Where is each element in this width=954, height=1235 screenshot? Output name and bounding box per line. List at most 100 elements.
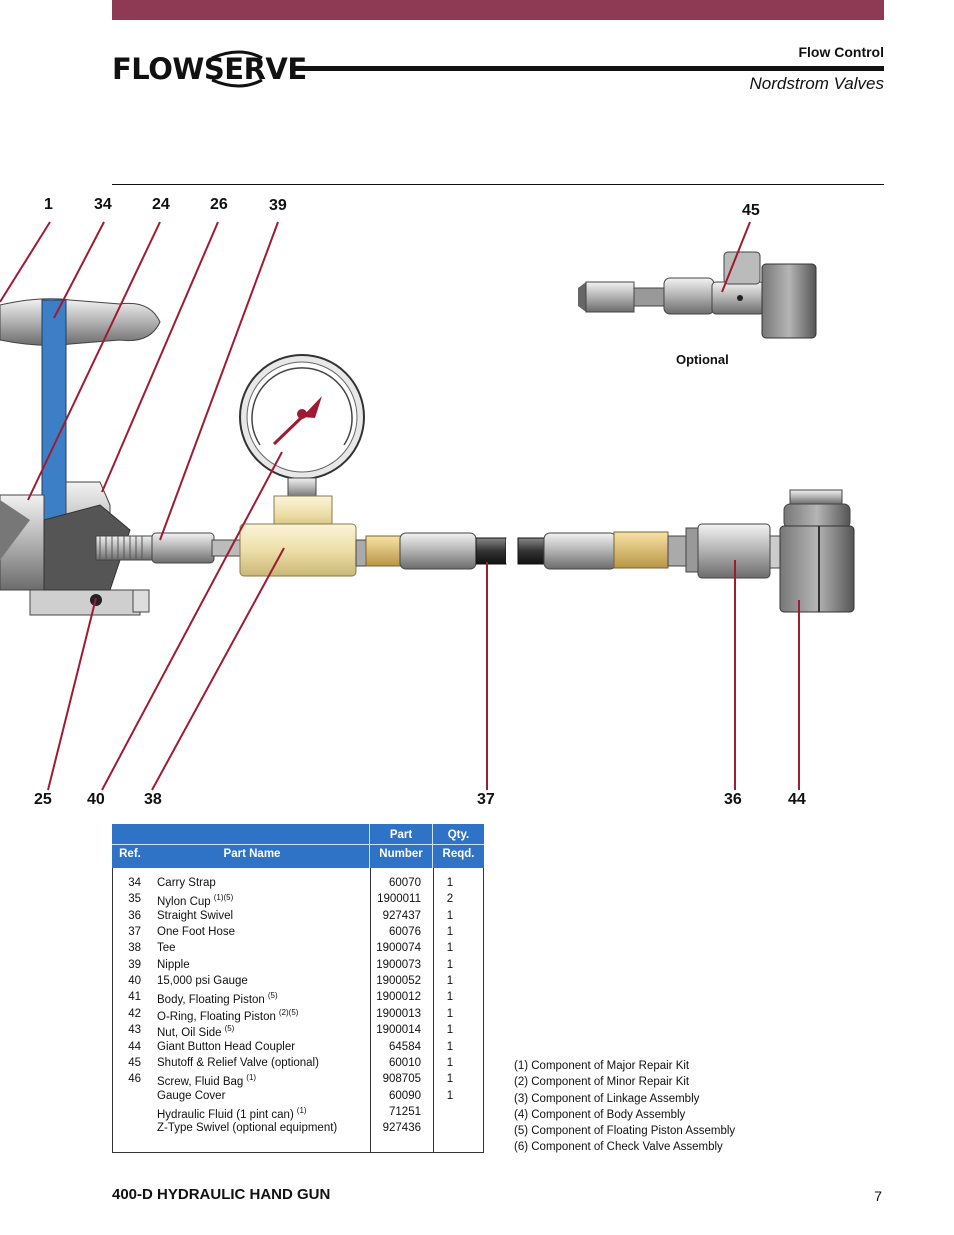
hand-gun-diagram	[0, 221, 855, 791]
cell-part-number: 1900074	[376, 942, 421, 955]
cell-part-name: Straight Swivel	[157, 910, 233, 922]
threaded-rod	[95, 535, 157, 561]
footnote-item: (3) Component of Linkage Assembly	[514, 1092, 700, 1105]
cell-part-number: 64584	[389, 1040, 421, 1053]
callout-26: 26	[210, 196, 228, 213]
footnote-item: (4) Component of Body Assembly	[514, 1108, 686, 1121]
table-row: 45 Shutoff & Relief Valve (optional) 60010…	[113, 1057, 483, 1073]
part-name-text: Carry Strap	[157, 877, 216, 889]
part-name-text: Shutoff & Relief Valve (optional)	[157, 1056, 319, 1069]
brand-subtitle: Nordstrom Valves	[749, 74, 884, 93]
cell-part-name: Tee	[157, 942, 176, 954]
cell-part-name: O-Ring, Floating Piston(2)(5)	[157, 1008, 298, 1023]
part-name-text: Gauge Cover	[157, 1089, 226, 1102]
handle	[0, 298, 161, 346]
part-name-text: Hydraulic Fluid (1 pint can)	[157, 1108, 294, 1121]
cell-qty: 1	[446, 991, 454, 1004]
callout-24: 24	[152, 196, 170, 213]
tee	[239, 495, 357, 577]
callout-37: 37	[477, 791, 495, 808]
cell-ref: 45	[128, 1056, 141, 1069]
table-row: 38 Tee 1900074 1	[113, 942, 483, 958]
cell-part-name: Nipple	[157, 959, 190, 971]
flowserve-logo: FLOWSERVE	[112, 52, 307, 86]
header-part-top: Part	[389, 829, 413, 841]
cell-part-number: 60070	[389, 877, 421, 889]
cell-ref: 41	[128, 991, 141, 1004]
carry-strap	[41, 299, 67, 541]
cell-qty: 1	[446, 1056, 454, 1069]
cell-part-name: Shutoff & Relief Valve (optional)	[157, 1057, 319, 1069]
cell-qty: 1	[446, 942, 454, 955]
part-name-text: Body, Floating Piston	[157, 994, 265, 1007]
brand-label: Flow Control	[798, 44, 884, 60]
callout-38: 38	[144, 791, 162, 808]
footnote-ref: (1)	[246, 1073, 257, 1083]
header-rule	[290, 66, 884, 71]
cell-part-number: 927436	[382, 1122, 421, 1135]
part-name-text: O-Ring, Floating Piston	[157, 1010, 276, 1023]
table-row: Hydraulic Fluid (1 pint can)(1) 71251	[113, 1106, 483, 1122]
giant-button-head-coupler	[779, 489, 855, 613]
callout-1: 1	[44, 196, 53, 213]
cell-part-number: 927437	[382, 909, 421, 922]
callout-25: 25	[34, 791, 52, 808]
hose-fitting-right	[543, 532, 617, 570]
cell-qty: 1	[446, 1007, 454, 1020]
cell-part-name: Screw, Fluid Bag(1)	[157, 1073, 256, 1088]
part-name-text: One Foot Hose	[157, 926, 235, 939]
footnote-ref: (1)	[296, 1105, 307, 1115]
cell-part-name: Nut, Oil Side(5)	[157, 1024, 234, 1039]
cell-qty: 1	[446, 975, 454, 988]
cell-qty: 1	[446, 1089, 454, 1102]
cell-part-name: Z-Type Swivel (optional equipment)	[157, 1122, 337, 1134]
cell-ref: 34	[128, 877, 141, 889]
header-qty-bottom: Reqd.	[442, 848, 475, 860]
cell-part-name: Gauge Cover	[157, 1090, 225, 1102]
callout-44: 44	[788, 791, 806, 808]
cell-qty: 1	[446, 1024, 454, 1037]
cell-part-number: 1900012	[376, 991, 421, 1004]
cell-part-number: 71251	[389, 1105, 421, 1118]
callout-39: 39	[269, 197, 287, 214]
cell-part-name: Body, Floating Piston(5)	[157, 991, 278, 1006]
cell-part-number: 1900011	[377, 893, 421, 906]
header-part-bottom: Number	[379, 848, 423, 860]
footnotes: (1) Component of Major Repair Kit(2) Com…	[514, 1058, 735, 1156]
parts-table-header: Ref. Part Name Part Number Qty. Reqd.	[112, 824, 484, 868]
footnote-item: (5) Component of Floating Piston Assembl…	[514, 1125, 736, 1138]
flowserve-logo-arc-icon	[211, 50, 263, 88]
footnote-item: (2) Component of Minor Repair Kit	[514, 1076, 690, 1089]
cell-part-number: 60010	[389, 1056, 421, 1069]
part-name-text: Nut, Oil Side	[157, 1026, 222, 1039]
cell-part-name: Carry Strap	[157, 877, 216, 889]
section-rule	[112, 184, 884, 185]
cell-ref: 37	[128, 926, 141, 939]
header-part-name: Part Name	[223, 848, 281, 860]
part-name-text: Z-Type Swivel (optional equipment)	[157, 1122, 338, 1135]
cell-part-number: 1900052	[376, 975, 421, 988]
part-name-text: Nipple	[157, 958, 190, 971]
cell-part-number: 908705	[382, 1073, 421, 1086]
footnote-item: (6) Component of Check Valve Assembly	[514, 1141, 723, 1154]
callout-45: 45	[742, 202, 760, 219]
callout-36: 36	[724, 791, 742, 808]
header-ref: Ref.	[119, 848, 141, 860]
cell-qty: 2	[446, 893, 454, 906]
document-title: 400-D HYDRAULIC HAND GUN	[112, 1186, 331, 1203]
footnote-ref: (2)(5)	[278, 1007, 299, 1017]
optional-label: Optional	[676, 352, 729, 367]
part-name-text: 15,000 psi Gauge	[157, 975, 248, 988]
cell-ref: 38	[128, 942, 141, 955]
cell-ref: 39	[128, 958, 141, 971]
cell-part-name: Nylon Cup(1)(5)	[157, 893, 233, 908]
cell-part-number: 1900013	[376, 1007, 421, 1020]
